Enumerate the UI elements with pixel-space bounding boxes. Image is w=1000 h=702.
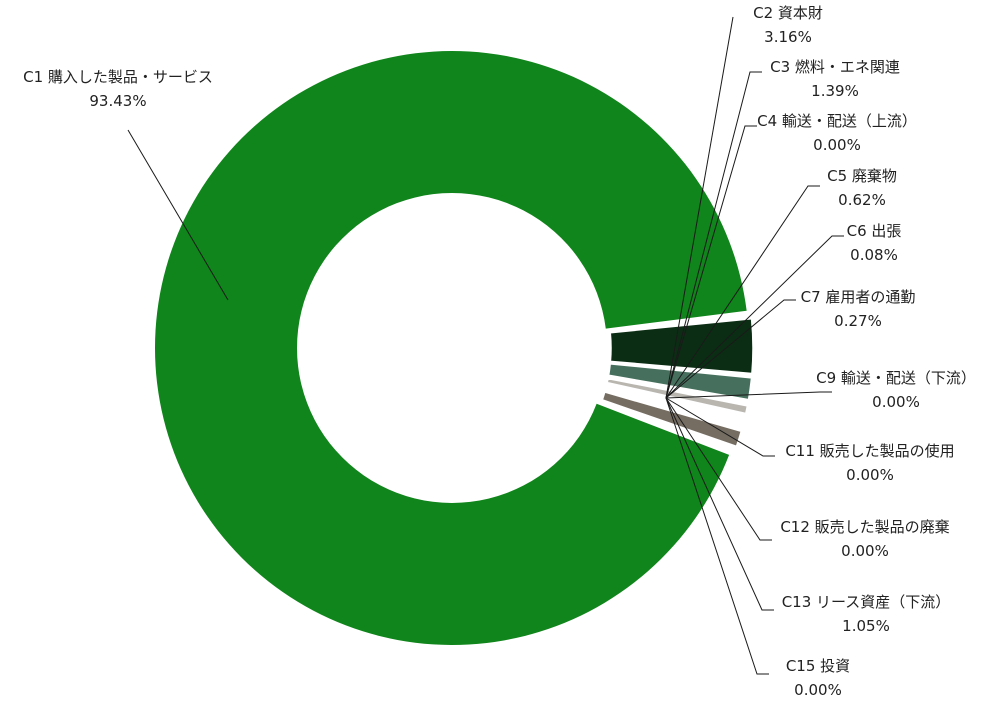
donut-slice-10 bbox=[604, 389, 743, 431]
labels-layer: C1 購入した製品・サービス 93.43% C2 資本財 3.16% C3 燃料・エネ関… bbox=[23, 4, 976, 699]
donut-slice-3 bbox=[607, 363, 753, 401]
slice-label-name-9: C11 販売した製品の使用 bbox=[785, 442, 954, 460]
slice-label-percent-7: 0.27% bbox=[834, 312, 882, 330]
slice-label-name-5: C5 廃棄物 bbox=[827, 167, 897, 185]
slice-label-percent-3: 1.39% bbox=[811, 82, 859, 100]
slice-label-name-6: C6 出張 bbox=[847, 222, 902, 240]
slice-label-percent-10: 0.00% bbox=[841, 542, 889, 560]
slice-label-name-2: C2 資本財 bbox=[753, 4, 823, 22]
slice-label-percent-2: 3.16% bbox=[764, 28, 812, 46]
slice-label-name-1: C1 購入した製品・サービス bbox=[23, 68, 213, 86]
donut-slice-11 bbox=[601, 391, 743, 448]
slice-label-name-11: C13 リース資産（下流） bbox=[782, 593, 951, 611]
slice-label-name-7: C7 雇用者の通勤 bbox=[801, 288, 916, 306]
leader-line-2 bbox=[665, 16, 734, 399]
slice-label-name-4: C4 輸送・配送（上流） bbox=[757, 112, 917, 130]
leader-line-7 bbox=[665, 299, 796, 399]
slice-label-name-10: C12 販売した製品の廃棄 bbox=[780, 518, 949, 536]
leader-line-5 bbox=[665, 185, 820, 399]
leader-line-1 bbox=[127, 129, 229, 301]
slice-label-name-3: C3 燃料・エネ関連 bbox=[770, 58, 900, 76]
leader-line-11 bbox=[665, 397, 774, 611]
slices-layer bbox=[155, 50, 754, 645]
slice-label-percent-9: 0.00% bbox=[846, 466, 894, 484]
slice-label-percent-5: 0.62% bbox=[838, 191, 886, 209]
leader-lines-layer bbox=[127, 16, 844, 675]
slice-label-name-8: C9 輸送・配送（下流） bbox=[816, 369, 976, 387]
slice-label-percent-6: 0.08% bbox=[850, 246, 898, 264]
leader-line-3 bbox=[665, 71, 762, 399]
slice-label-percent-8: 0.00% bbox=[872, 393, 920, 411]
donut-slice-4 bbox=[607, 376, 749, 406]
donut-slice-1 bbox=[155, 50, 747, 645]
leader-line-4 bbox=[665, 125, 757, 399]
leader-line-8 bbox=[665, 391, 832, 399]
leader-line-6 bbox=[665, 235, 844, 399]
donut-slice-5 bbox=[606, 377, 749, 415]
leader-line-10 bbox=[665, 397, 772, 541]
slice-label-percent-12: 0.00% bbox=[794, 681, 842, 699]
donut-slice-2 bbox=[609, 317, 754, 375]
donut-slice-12 bbox=[600, 400, 737, 452]
slice-label-percent-1: 93.43% bbox=[89, 92, 146, 110]
leader-line-9 bbox=[665, 397, 775, 457]
slice-label-percent-4: 0.00% bbox=[813, 136, 861, 154]
slice-label-name-12: C15 投資 bbox=[786, 657, 850, 675]
leader-line-12 bbox=[665, 397, 769, 675]
slice-label-percent-11: 1.05% bbox=[842, 617, 890, 635]
